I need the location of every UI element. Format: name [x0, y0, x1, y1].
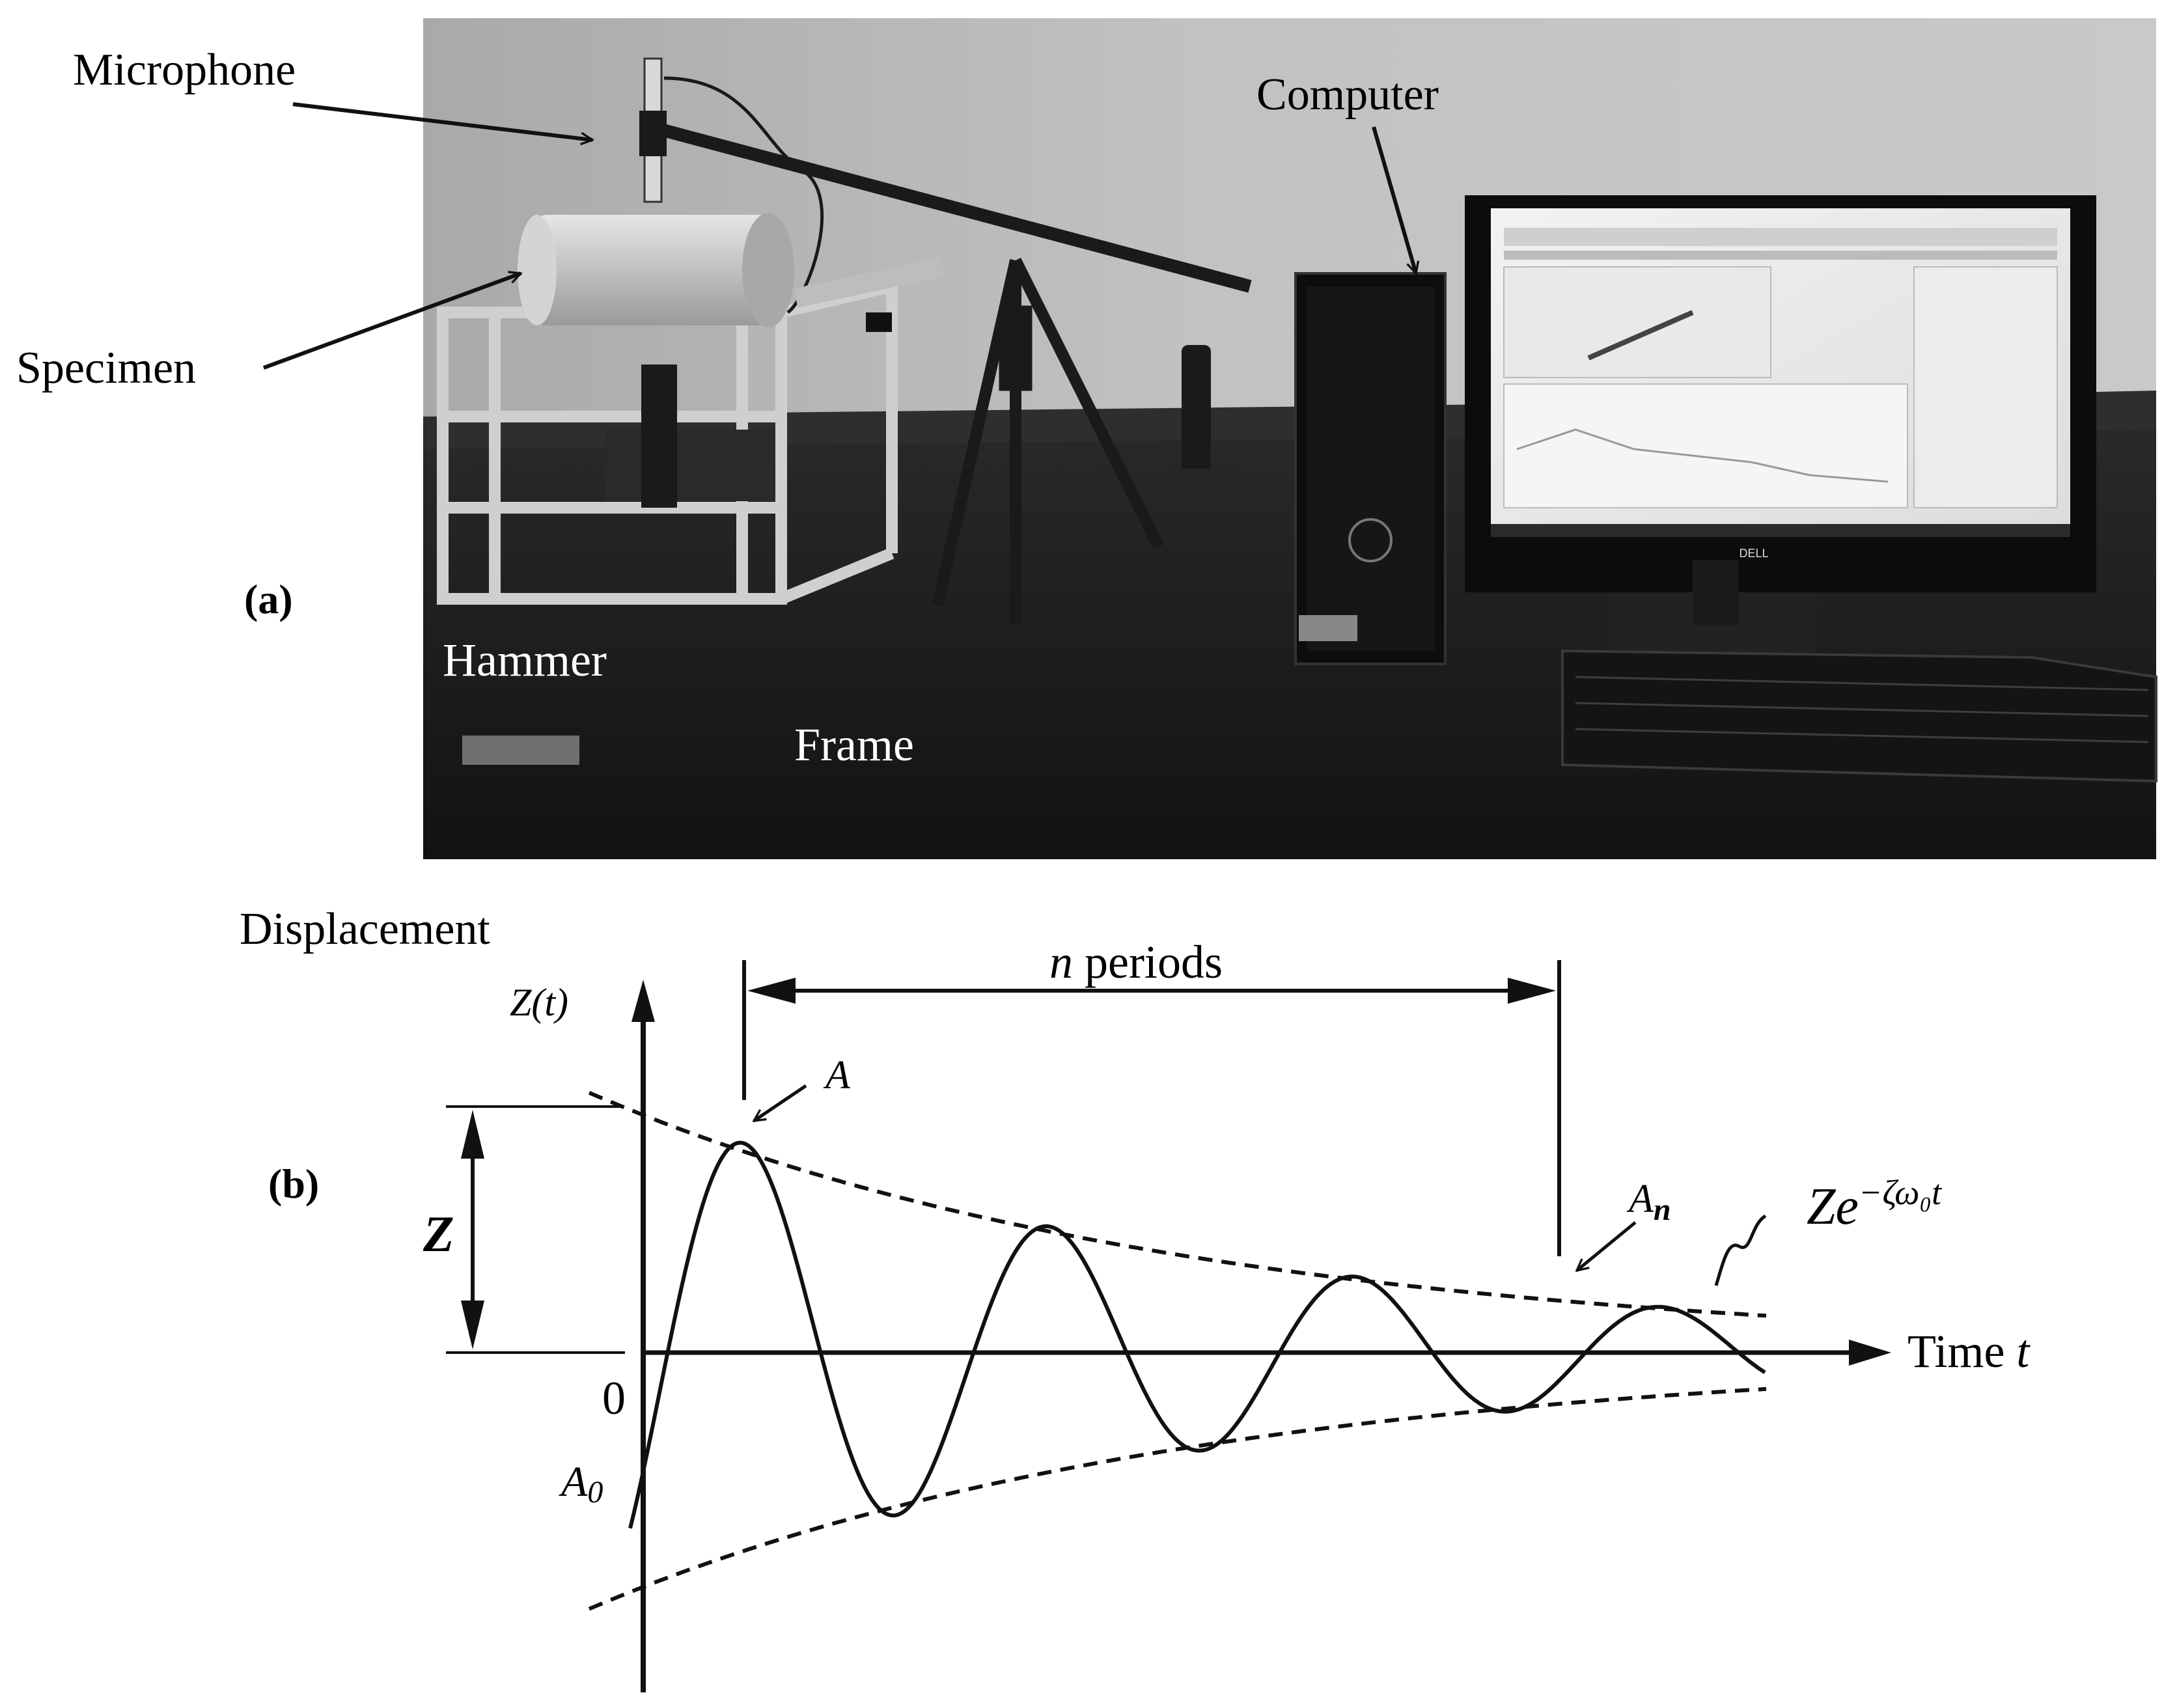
upper-envelope — [588, 1091, 1767, 1318]
arrow-specimen — [262, 273, 521, 370]
impact-hammer — [794, 257, 945, 332]
microphone-stand — [649, 76, 1252, 625]
initial-label: A0 — [559, 1458, 603, 1509]
peak-a-label: A — [823, 1053, 851, 1097]
peak-an-sub: n — [1654, 1192, 1671, 1227]
peak-a-arrow — [754, 1084, 807, 1123]
damped-response-curve — [628, 1140, 1766, 1529]
monitor-brand: DELL — [1739, 547, 1768, 560]
specimen-cylinder — [518, 213, 794, 327]
periods-n: n — [1049, 936, 1073, 988]
period-dimension — [742, 960, 1561, 1256]
axes — [631, 980, 1891, 1692]
panel-b-tag: (b) — [268, 1161, 319, 1207]
label-hammer: Hammer — [443, 634, 607, 686]
label-frame: Frame — [794, 719, 914, 771]
label-microphone: Microphone — [73, 45, 296, 95]
periods-label: n periods — [1049, 936, 1223, 988]
x-axis-label-var: t — [2016, 1325, 2031, 1377]
photo-panel: DELL — [423, 18, 2157, 859]
y-axis-arrowhead — [631, 980, 655, 1022]
amplitude-bracket — [446, 1105, 625, 1354]
microphone — [639, 57, 667, 203]
label-specimen: Specimen — [16, 343, 196, 393]
lower-envelope — [588, 1386, 1767, 1611]
arrow-computer — [1372, 126, 1416, 273]
envelope-exponent: −ζω₀t — [1859, 1173, 1943, 1212]
initial-base: A — [559, 1458, 588, 1506]
desk-phone — [1169, 345, 1227, 495]
periods-text: periods — [1073, 936, 1223, 988]
envelope-formula: Ze−ζω₀t — [1807, 1173, 1943, 1235]
initial-sub: 0 — [587, 1475, 603, 1509]
formula-leader-tilde — [1714, 1214, 1767, 1286]
keyboard — [1561, 649, 2157, 783]
frame-dark-panel — [605, 365, 775, 508]
desk-plate — [462, 736, 579, 765]
computer-tower — [1294, 272, 1447, 665]
arrow-microphone — [292, 102, 592, 140]
monitor — [1465, 195, 2096, 657]
x-axis-label: Time t — [1907, 1325, 2031, 1377]
label-computer: Computer — [1256, 70, 1439, 120]
peak-an-base: A — [1626, 1177, 1654, 1221]
amplitude-label: Z — [423, 1205, 454, 1262]
origin-label: 0 — [602, 1372, 626, 1424]
envelope-base: Ze — [1807, 1178, 1859, 1235]
peak-an-label: An — [1626, 1177, 1671, 1227]
x-axis-arrowhead — [1849, 1340, 1891, 1366]
y-axis-symbol: Z(t) — [510, 981, 568, 1024]
x-axis-label-text: Time — [1907, 1325, 2016, 1377]
y-axis-title: Displacement — [240, 904, 490, 954]
peak-an-arrow — [1577, 1221, 1637, 1271]
panel-a-tag: (a) — [244, 576, 293, 622]
